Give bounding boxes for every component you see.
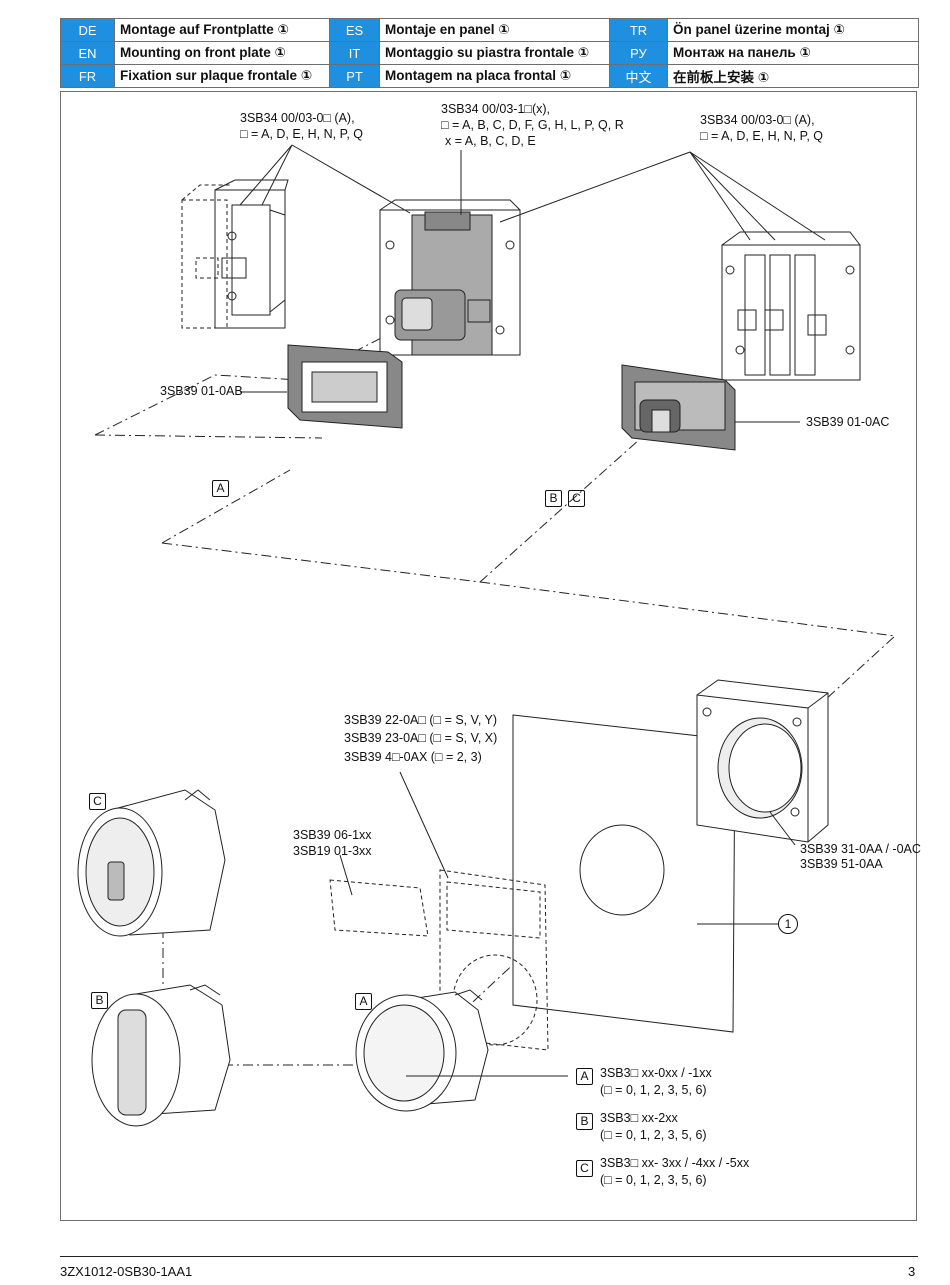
contact-block-right: [721, 231, 861, 381]
legend-c-line2: (□ = 0, 1, 2, 3, 5, 6): [600, 1173, 707, 1187]
lang-code: DE: [60, 18, 115, 42]
label-insert-line2: 3SB19 01-3xx: [293, 844, 372, 858]
label-block-right-line1: 3SB34 00/03-0□ (A),: [700, 113, 815, 127]
label-holder-0ab: 3SB39 01-0AB: [160, 384, 243, 398]
lang-title: Montage auf Frontplatte ①: [114, 18, 330, 42]
legend-tag-b: B: [576, 1113, 593, 1130]
legend-a-line1: 3SB3□ xx-0xx / -1xx: [600, 1066, 712, 1080]
legend-b-line1: 3SB3□ xx-2xx: [600, 1111, 678, 1125]
document-number: 3ZX1012-0SB30-1AA1: [60, 1264, 193, 1279]
contact-block-left: [181, 179, 289, 329]
tag-b-upper: B: [545, 490, 562, 507]
actuator-key-c: [77, 789, 226, 937]
actuator-selector-b: [91, 984, 231, 1127]
tag-a-text: A: [212, 480, 229, 497]
figure-frame: [60, 91, 917, 1221]
page-number: 3: [908, 1264, 916, 1279]
legend-a-line2: (□ = 0, 1, 2, 3, 5, 6): [600, 1083, 707, 1097]
actuator-pushbutton-a: [355, 989, 568, 1112]
label-block-left-line2: □ = A, D, E, H, N, P, Q: [240, 127, 363, 141]
legend-tag-text: A: [576, 1068, 593, 1085]
legend-c-line1: 3SB3□ xx- 3xx / -4xx / -5xx: [600, 1156, 750, 1170]
legend-b-line2: (□ = 0, 1, 2, 3, 5, 6): [600, 1128, 707, 1142]
lang-code: FR: [60, 64, 115, 88]
label-block-right-line2: □ = A, D, E, H, N, P, Q: [700, 129, 823, 143]
lang-title: Fixation sur plaque frontale ①: [114, 64, 330, 88]
tag-b-left: B: [91, 992, 108, 1009]
lang-code: TR: [609, 18, 668, 42]
lang-code: 中文: [609, 64, 668, 88]
legend-tag-c: C: [576, 1160, 593, 1177]
tag-c-text: C: [568, 490, 585, 507]
label-enclosure-line1: 3SB39 31-0AA / -0AC: [800, 842, 921, 856]
label-plate-line1: 3SB39 22-0A□ (□ = S, V, Y): [344, 713, 498, 727]
legend-tag-a: A: [576, 1068, 593, 1085]
label-block-mid-line2: □ = A, B, C, D, F, G, H, L, P, Q, R: [441, 118, 624, 132]
lang-title: Ön panel üzerine montaj ①: [667, 18, 919, 42]
lang-title: Montaje en panel ①: [379, 18, 610, 42]
lang-code: PT: [329, 64, 380, 88]
tag-a-text: A: [355, 993, 372, 1010]
lang-title: Montaggio su piastra frontale ①: [379, 41, 610, 65]
label-plate-line3: 3SB39 4□-0AX (□ = 2, 3): [344, 750, 482, 764]
label-holder-0ac: 3SB39 01-0AC: [806, 415, 890, 429]
label-enclosure-line2: 3SB39 51-0AA: [800, 857, 883, 871]
lang-code: EN: [60, 41, 115, 65]
legend-tag-text: B: [576, 1113, 593, 1130]
holder-0ab: [287, 344, 403, 429]
tag-c-left: C: [89, 793, 106, 810]
footer-rule: [60, 1256, 918, 1257]
holder-0ac: [621, 364, 736, 451]
lang-title: Монтаж на панель ①: [667, 41, 919, 65]
front-plate: [512, 714, 778, 1033]
lang-code: ES: [329, 18, 380, 42]
lang-code: РУ: [609, 41, 668, 65]
lang-title: Montagem na placa frontal ①: [379, 64, 610, 88]
label-block-mid-line3: x = A, B, C, D, E: [445, 134, 536, 148]
label-leader: [339, 854, 353, 896]
tag-c-text: C: [89, 793, 106, 810]
enclosure-box: [696, 679, 829, 846]
front-plate-reference: 1: [778, 914, 798, 934]
tag-b-text: B: [91, 992, 108, 1009]
language-title-table: DE Montage auf Frontplatte ① ES Montaje …: [60, 18, 919, 88]
label-plate-line2: 3SB39 23-0A□ (□ = S, V, X): [344, 731, 498, 745]
label-insert-line1: 3SB39 06-1xx: [293, 828, 372, 842]
leader-lines-upper: [239, 144, 826, 423]
contact-block-middle: [379, 199, 521, 356]
plate-leader: [399, 771, 449, 879]
label-block-left-line1: 3SB34 00/03-0□ (A),: [240, 111, 355, 125]
legend-tag-text: C: [576, 1160, 593, 1177]
header-row: DE Montage auf Frontplatte ① ES Montaje …: [60, 18, 919, 42]
tag-c-upper: C: [568, 490, 585, 507]
tag-b-text: B: [545, 490, 562, 507]
header-row: EN Mounting on front plate ① IT Montaggi…: [60, 41, 919, 65]
lang-title: 在前板上安装 ①: [667, 64, 919, 88]
tag-a-upper: A: [212, 480, 229, 497]
tag-a-middle: A: [355, 993, 372, 1010]
lang-code: IT: [329, 41, 380, 65]
header-row: FR Fixation sur plaque frontale ① PT Mon…: [60, 64, 919, 88]
label-block-mid-line1: 3SB34 00/03-1□(x),: [441, 102, 550, 116]
